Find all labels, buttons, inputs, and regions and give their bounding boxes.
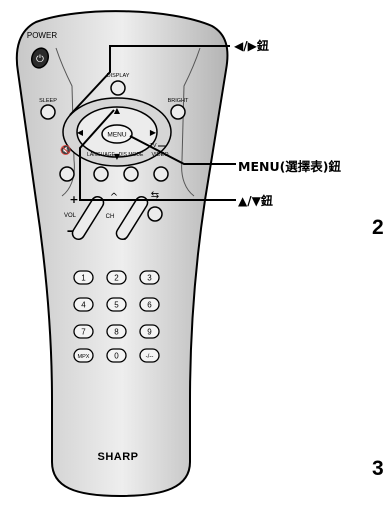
key-7[interactable] [73, 324, 94, 339]
vol-plus-icon: + [69, 193, 78, 206]
key-2[interactable] [106, 270, 127, 285]
keypad: 1 2 3 4 5 6 7 8 9 MPX 0 -/-- [73, 270, 160, 363]
callout-line-up-down [79, 109, 236, 201]
ch-label: CH [106, 214, 115, 220]
display-button[interactable] [110, 80, 126, 96]
vol-rocker[interactable] [70, 194, 106, 241]
left-arrow-icon[interactable]: ◀ [77, 128, 84, 137]
mute-button[interactable] [59, 166, 75, 182]
key-mpx[interactable] [73, 348, 94, 363]
menu-label: MENU [107, 132, 126, 139]
right-arrow-icon[interactable]: ▶ [150, 128, 157, 137]
dismode-button[interactable] [123, 166, 139, 182]
ch-up-icon: ^ [110, 192, 118, 203]
key-6-label: 6 [147, 301, 152, 310]
callout-line-left-right [69, 45, 230, 116]
key-4[interactable] [73, 297, 94, 312]
up-down-button-callout: ▲/▼鈕 [238, 194, 273, 208]
key-8-label: 8 [114, 328, 119, 337]
display-label: DISPLAY [107, 73, 130, 79]
key-3[interactable] [139, 270, 160, 285]
sleep-label: SLEEP [39, 98, 57, 104]
menu-button[interactable] [101, 124, 133, 144]
power-button[interactable] [29, 46, 51, 70]
language-button[interactable] [93, 166, 109, 182]
key-dash-label: -/-- [146, 354, 154, 360]
sleep-button[interactable] [40, 104, 56, 120]
bright-button[interactable] [170, 104, 186, 120]
vol-label: VOL [64, 213, 77, 219]
language-label: LANGUAGE [87, 152, 115, 158]
vol-minus-icon: – [67, 224, 74, 239]
up-arrow-icon[interactable]: ▲ [114, 106, 121, 115]
key-1[interactable] [73, 270, 94, 285]
key-1-label: 1 [81, 274, 86, 283]
key-0[interactable] [106, 348, 127, 363]
key-2-label: 2 [114, 274, 119, 283]
ch-rocker[interactable] [114, 194, 150, 241]
key-5-label: 5 [114, 301, 119, 310]
menu-button-callout: MENU(選擇表)鈕 [238, 159, 342, 174]
flashback-button[interactable] [147, 206, 163, 222]
power-label: POWER [27, 31, 57, 40]
video-label: VIDEO [151, 152, 169, 158]
brand-logo: SHARP [97, 451, 138, 463]
callout-line-menu [129, 135, 236, 165]
key-7-label: 7 [81, 328, 86, 337]
key-4-label: 4 [81, 301, 86, 310]
step-number-2: 2 [372, 216, 384, 239]
step-number-3: 3 [372, 457, 384, 480]
key-mpx-label: MPX [78, 354, 90, 360]
flashback-icon: ⇆ [151, 190, 159, 201]
key-5[interactable] [106, 297, 127, 312]
power-icon: ⏻ [36, 54, 44, 65]
key-0-label: 0 [114, 352, 119, 361]
key-6[interactable] [139, 297, 160, 312]
key-9[interactable] [139, 324, 160, 339]
bright-label: BRIGHT [168, 98, 189, 104]
left-right-button-callout: ◀/▶鈕 [234, 39, 269, 53]
key-9-label: 9 [147, 328, 152, 337]
mute-icon: 🔇 [60, 144, 71, 156]
tv-label: TV [149, 143, 156, 149]
down-arrow-icon[interactable]: ▼ [114, 152, 121, 161]
key-3-label: 3 [147, 274, 152, 283]
tv-video-button[interactable] [153, 166, 169, 182]
key-8[interactable] [106, 324, 127, 339]
key-dash[interactable] [139, 348, 160, 363]
dismode-label: DIS.MODE [119, 152, 144, 158]
